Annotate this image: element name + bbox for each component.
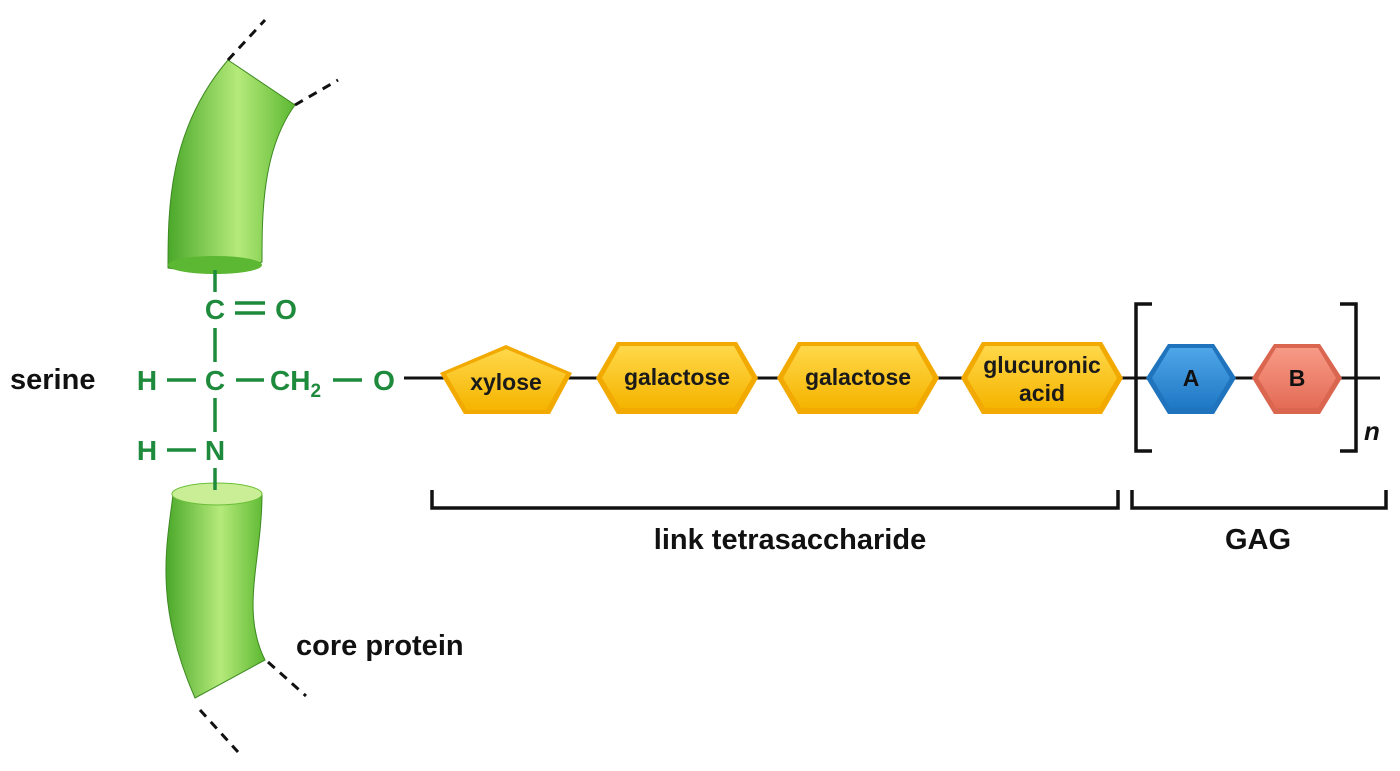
group-ch2-ch: CH [270, 365, 310, 396]
galactose-1-label: galactose [624, 364, 730, 390]
atom-h-alpha: H [137, 365, 157, 396]
group-ch2: CH2 [270, 365, 321, 402]
sugar-galactose-1: galactose [596, 342, 758, 414]
gag-unit-a: A [1146, 344, 1236, 414]
sugar-xylose: xylose [440, 345, 572, 414]
gag-bracket [1130, 490, 1388, 510]
atom-c-alpha: C [205, 365, 225, 396]
atom-o-link: O [373, 365, 395, 396]
group-ch2-subscript: 2 [310, 381, 321, 402]
atom-h-amine: H [137, 435, 157, 466]
sugar-galactose-2: galactose [777, 342, 939, 414]
region-brackets [430, 490, 1388, 510]
atom-c-carbonyl: C [205, 294, 225, 325]
gag-unit-a-label: A [1183, 365, 1200, 391]
glucuronic-acid-label-line2: acid [1019, 380, 1065, 406]
galactose-2-label: galactose [805, 364, 911, 390]
left-square-bracket [1134, 302, 1152, 453]
serine-bonds [167, 270, 362, 490]
xylose-label: xylose [470, 369, 542, 395]
sugar-glucuronic-acid: glucuronic acid [961, 342, 1123, 414]
gag-unit-b: B [1252, 344, 1342, 414]
gag-label: GAG [1225, 524, 1291, 556]
atom-o-carbonyl: O [275, 294, 297, 325]
right-square-bracket [1340, 302, 1358, 453]
link-tetrasaccharide-label: link tetrasaccharide [654, 524, 926, 556]
core-protein-lower-segment [165, 482, 308, 754]
serine-atoms: C O H C CH2 O H N [137, 294, 395, 466]
core-protein-label: core protein [296, 630, 464, 662]
core-protein-upper-segment [167, 18, 339, 274]
link-tetrasaccharide-bracket [430, 490, 1120, 510]
glucuronic-acid-label-line1: glucuronic [983, 352, 1101, 378]
repeat-brackets [1134, 302, 1358, 453]
gag-unit-b-label: B [1289, 365, 1306, 391]
repeat-count-n: n [1364, 416, 1380, 446]
serine-label: serine [10, 364, 95, 396]
atom-n: N [205, 435, 225, 466]
